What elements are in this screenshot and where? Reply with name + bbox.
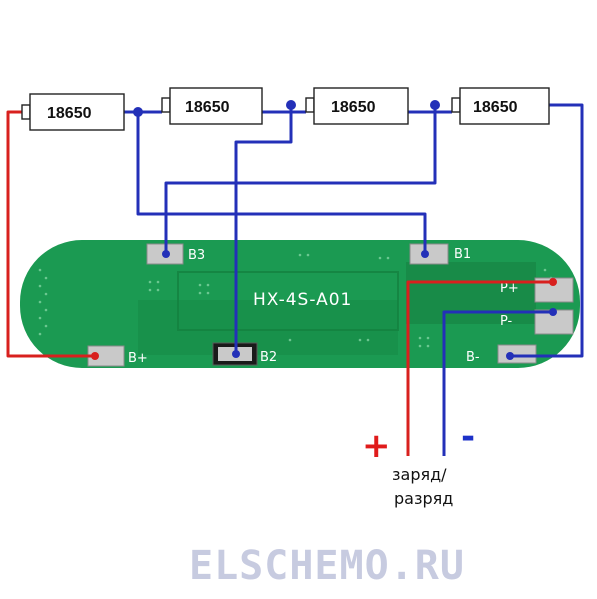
- battery-cells: 18650 18650 18650 18650: [21, 87, 550, 131]
- board-inner-trace: [177, 271, 399, 331]
- battery-cell-3: 18650: [305, 87, 409, 125]
- junction-b3-end: [162, 250, 170, 258]
- pad-label-b3: B3: [188, 248, 205, 263]
- board-copper-region: [406, 262, 536, 324]
- pad-bminus: [497, 344, 537, 364]
- junction-2: [286, 100, 296, 110]
- minus-sign: -: [461, 417, 475, 457]
- battery-cell-2: 18650: [161, 87, 263, 125]
- wire-bplus: [6, 110, 95, 358]
- via-dots: [38, 253, 553, 348]
- battery-cell-4: 18650: [451, 87, 550, 125]
- caption-line-1: заряд/: [392, 465, 447, 484]
- pad-label-bminus: B-: [466, 350, 480, 365]
- pad-label-pplus: P+: [500, 281, 519, 296]
- junction-pplus-end: [549, 278, 557, 286]
- watermark: ELSCHEMO.RU: [189, 543, 465, 589]
- junction-3: [430, 100, 440, 110]
- wires: [6, 103, 584, 456]
- cell-label-4: 18650: [473, 99, 518, 116]
- pcb-board: [20, 240, 580, 368]
- pad-label-b2: B2: [260, 350, 277, 365]
- wire-b3: [136, 112, 427, 254]
- junction-pminus-end: [549, 308, 557, 316]
- pad-label-b1: B1: [454, 247, 471, 262]
- board-model-label: HX-4S-A01: [253, 290, 352, 310]
- pad-label-pminus: P-: [500, 314, 513, 329]
- cell-label-1: 18650: [47, 105, 92, 122]
- cell-label-2: 18650: [185, 99, 230, 116]
- pad-label-bplus: B+: [128, 351, 148, 366]
- caption-line-2: разряд: [394, 489, 453, 508]
- plus-sign: +: [362, 426, 391, 466]
- cell-label-3: 18650: [331, 99, 376, 116]
- junction-b1-end: [421, 250, 429, 258]
- board-copper-region-2: [138, 300, 398, 355]
- junction-bminus-end: [506, 352, 514, 360]
- junction-1: [133, 107, 143, 117]
- junction-bplus-end: [91, 352, 99, 360]
- battery-cell-1: 18650: [21, 93, 125, 131]
- wire-b2: [234, 105, 293, 354]
- wire-b1: [164, 105, 437, 254]
- junction-b2-end: [232, 350, 240, 358]
- wire-pplus: [406, 280, 553, 456]
- junctions: [133, 100, 557, 360]
- wire-bminus: [510, 103, 584, 358]
- wire-pminus: [442, 310, 553, 456]
